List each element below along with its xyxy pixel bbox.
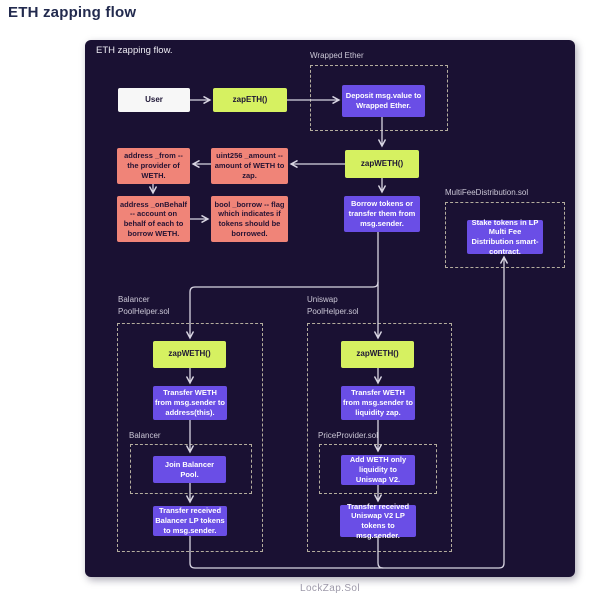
node-join-balancer-pool: Join Balancer Pool.: [153, 456, 226, 483]
node-uniswap-zapweth: zapWETH(): [341, 341, 414, 368]
node-uniswap-transfer-lp: Transfer received Uniswap V2 LP tokens t…: [340, 502, 416, 540]
multifee-label: MultiFeeDistribution.sol: [445, 188, 529, 197]
diagram-title: ETH zapping flow.: [96, 45, 173, 56]
node-stake-tokens: Stake tokens in LP Multi Fee Distributio…: [467, 218, 543, 256]
priceprovider-label: PriceProvider.sol: [318, 431, 379, 440]
lockzap-caption: LockZap.Sol: [300, 583, 360, 594]
wrapped-ether-group: [310, 65, 448, 131]
node-zapeth: zapETH(): [213, 88, 287, 112]
node-uniswap-transfer-weth: Transfer WETH from msg.sender to liquidi…: [341, 386, 415, 420]
node-add-weth-liquidity: Add WETH only liquidity to Uniswap V2.: [341, 455, 415, 485]
node-borrow-tokens: Borrow tokens or transfer them from msg.…: [344, 196, 420, 232]
node-balancer-transfer-lp: Transfer received Balancer LP tokens to …: [153, 506, 227, 536]
node-user: User: [118, 88, 190, 112]
node-param-bool-borrow: bool _borrow -- flag which indicates if …: [211, 196, 288, 242]
diagram-panel: ETH zapping flow. Wrapped Ether MultiFee…: [85, 40, 575, 577]
balancer-inner-label: Balancer: [129, 431, 161, 440]
node-param-address-onbehalf: address _onBehalf -- account on behalf o…: [117, 196, 190, 242]
node-param-uint256-amount: uint256 _amount -- amount of WETH to zap…: [211, 148, 288, 184]
balancer-poolhelper-label: Balancer PoolHelper.sol: [118, 295, 170, 316]
node-zapweth: zapWETH(): [345, 150, 419, 178]
node-balancer-zapweth: zapWETH(): [153, 341, 226, 368]
multifee-group: [445, 202, 565, 268]
node-param-address-from: address _from -- the provider of WETH.: [117, 148, 190, 184]
node-deposit-weth: Deposit msg.value to Wrapped Ether.: [342, 85, 425, 117]
page-title: ETH zapping flow: [8, 4, 137, 21]
uniswap-poolhelper-label: Uniswap PoolHelper.sol: [307, 295, 359, 316]
wrapped-ether-label: Wrapped Ether: [310, 51, 364, 60]
node-balancer-transfer-weth: Transfer WETH from msg.sender to address…: [153, 386, 227, 420]
